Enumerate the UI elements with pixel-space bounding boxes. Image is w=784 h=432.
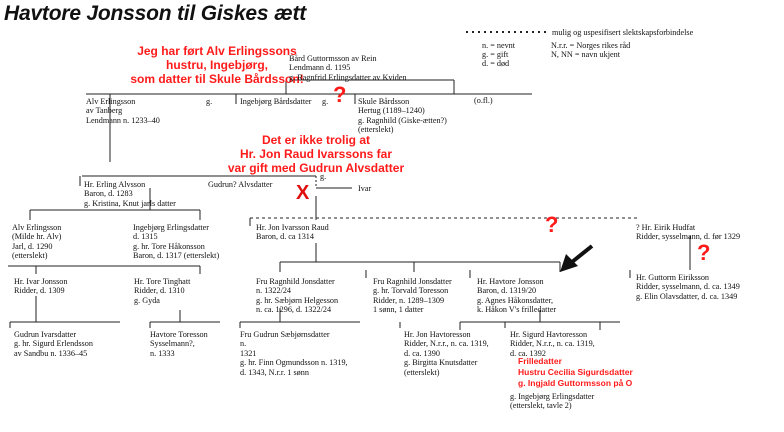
person-alv-erlingsson-jarl: Alv Erlingsson(Milde hr. Alv)Jarl, d. 12… <box>12 223 62 261</box>
arrow-icon <box>560 244 594 272</box>
marriage-label-g: g. <box>322 97 329 106</box>
marriage-label-g: g. <box>206 97 213 106</box>
other-label: (o.fl.) <box>474 96 493 105</box>
person-ingebjorg-bardsdatter: Ingebjørg Bårdsdatter <box>240 97 312 106</box>
legend-g: g. = gift <box>482 50 509 59</box>
page-title: Havtore Jonsson til Giskes ætt <box>4 2 307 25</box>
cross-mark-icon: X <box>296 182 310 204</box>
question-mark-icon: ? <box>545 212 559 237</box>
question-mark-icon: ? <box>333 82 347 107</box>
legend-d: d. = død <box>482 59 510 68</box>
legend-nn: N, NN = navn ukjent <box>551 50 620 59</box>
legend-n: n. = nevnt <box>482 41 516 50</box>
legend-dotted-label: mulig og uspesifisert slektskapsforbinde… <box>552 28 694 37</box>
legend-nrr: N.r.r. = Norges rikes råd <box>551 41 631 50</box>
ivar-label: Ivar <box>358 184 372 193</box>
person-gudrun-alvsdatter: Gudrun? Alvsdatter <box>208 180 273 189</box>
question-mark-icon: ? <box>697 240 711 265</box>
marriage-label-g: g. <box>320 172 327 181</box>
person-sigurd-havtoresson-spouse: g. Ingebjørg Erlingsdatter(etterslekt, t… <box>510 392 595 411</box>
